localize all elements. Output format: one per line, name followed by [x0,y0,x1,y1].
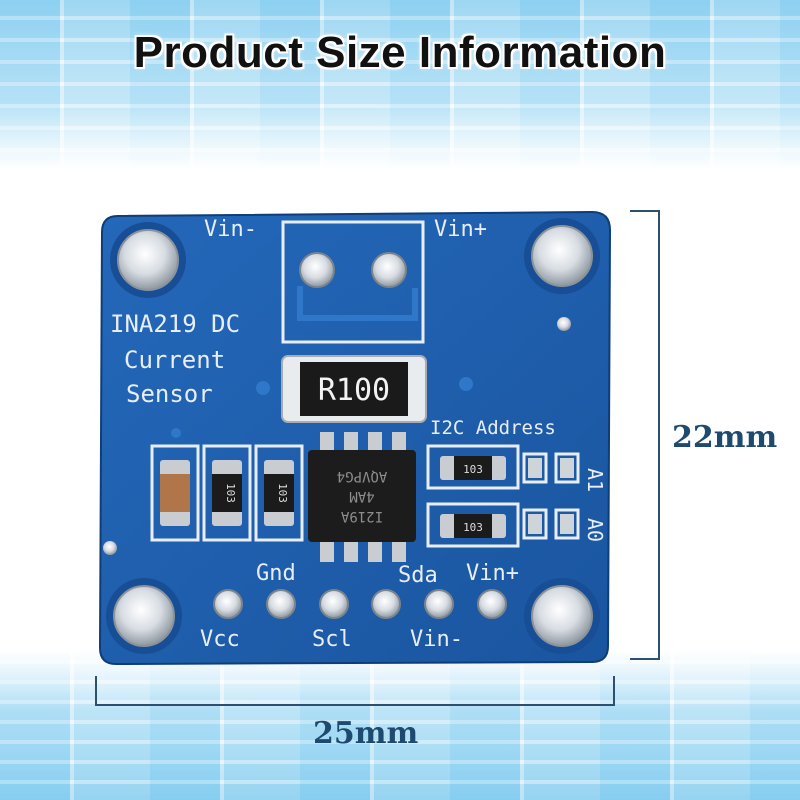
terminal-pad-left [299,252,335,288]
height-dimension-tick-top [630,210,660,212]
svg-text:I219A: I219A [340,508,383,524]
label-name-line1: INA219 DC [110,310,240,338]
jumper-a0 [522,508,580,540]
label-vin-minus-bottom: Vin- [410,627,463,652]
height-dimension-tick-bottom [630,658,660,660]
pin-vcc [213,589,243,619]
pin-scl [319,589,349,619]
mounting-hole-bottom-left [106,578,182,654]
background-bottom-pattern [0,650,800,800]
svg-text:103: 103 [463,521,483,534]
label-name-line3: Sensor [126,380,213,408]
label-name-line2: Current [124,346,225,374]
capacitor-left [150,444,200,542]
shunt-resistor: R100 [281,355,427,423]
label-vin-plus-top: Vin+ [434,217,487,242]
page-title: Product Size Information [133,28,667,77]
label-a1: A1 [583,468,607,492]
label-scl: Scl [312,627,352,652]
label-i2c-address: I2C Address [430,417,556,439]
svg-text:4AM: 4AM [349,488,374,504]
label-vin-minus-top: Vin- [204,217,257,242]
height-label: 22mm [672,420,778,455]
mounting-hole-top-right [524,218,600,294]
jumper-a1 [522,452,580,484]
address-resistor-a0: 103 [426,502,520,548]
label-sda: Sda [398,563,438,588]
label-vin-plus-bottom: Vin+ [466,561,519,586]
terminal-pad-right [371,252,407,288]
label-a0: A0 [583,518,607,542]
svg-text:103: 103 [224,483,237,503]
resistor-103-a: 103 [202,444,252,542]
header-pins [213,589,507,619]
terminal-outline [281,220,425,344]
label-gnd: Gnd [256,561,296,586]
label-vcc: Vcc [200,627,240,652]
mounting-hole-top-left [110,222,186,298]
pin-gnd [266,589,296,619]
shunt-label: R100 [318,373,390,408]
svg-text:103: 103 [276,483,289,503]
address-resistor-a1: 103 [426,444,520,490]
pin-vin-plus [477,589,507,619]
background-top-pattern [0,0,800,170]
svg-text:103: 103 [463,463,483,476]
svg-text:AQVPG4: AQVPG4 [337,468,388,484]
height-dimension-line [658,210,660,660]
resistor-103-b: 103 [254,444,304,542]
width-dimension-tick-left [95,676,97,706]
width-dimension-tick-right [613,676,615,706]
ina219-chip: I219A 4AM AQVPG4 [308,432,416,562]
pin-vin-minus [424,589,454,619]
mounting-hole-bottom-right [524,578,600,654]
width-label: 25mm [313,716,419,751]
pin-sda [371,589,401,619]
width-dimension-line [95,704,615,706]
